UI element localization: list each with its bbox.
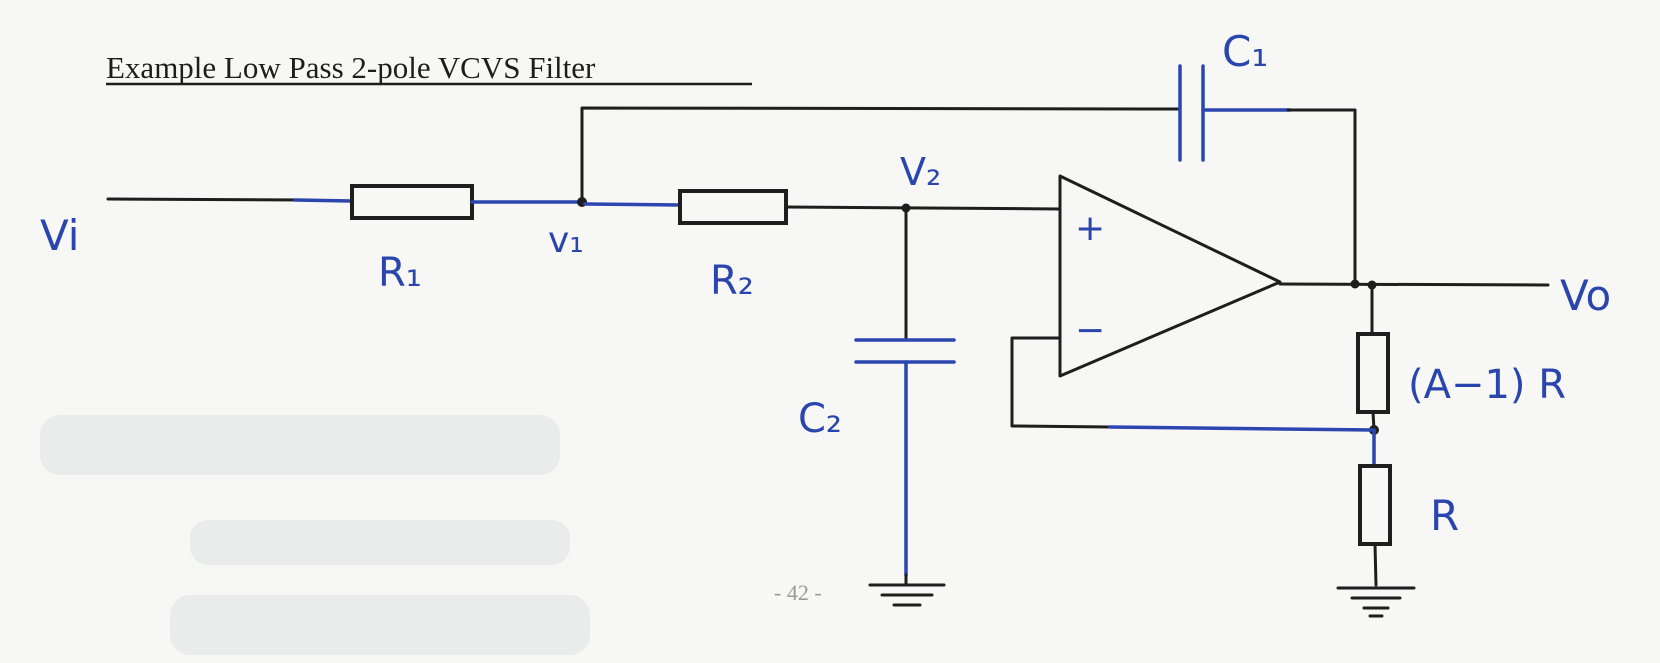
- resistor-r: [1358, 464, 1392, 546]
- paper-smudges: [40, 415, 590, 655]
- output-wire: [1278, 282, 1550, 287]
- negative-feedback-wire-blue: [1108, 425, 1376, 432]
- negative-feedback-wire: [1010, 336, 1112, 429]
- label-r1: R₁: [378, 250, 422, 296]
- resistor-r1: [350, 184, 474, 220]
- c1-feedback-wire-right: [1286, 108, 1357, 286]
- c1-feedback-wire-left: [580, 106, 1180, 204]
- label-r2: R₂: [710, 258, 754, 304]
- label-r: R: [1430, 491, 1459, 540]
- divider-bottom-wire: [1373, 542, 1378, 587]
- ground-symbol-r: [1336, 586, 1416, 618]
- op-amp-plus-sign: +: [1075, 208, 1105, 249]
- node-output-dot: [1350, 279, 1360, 289]
- label-vi: Vi: [40, 211, 79, 260]
- resistor-a-minus-1-r: [1356, 332, 1390, 414]
- ground-symbol-c2: [868, 573, 946, 607]
- op-amp-minus-sign: −: [1075, 310, 1105, 351]
- v1-to-r2-wire: [583, 202, 682, 207]
- label-v1: v₁: [548, 220, 584, 261]
- label-c2: C₂: [798, 396, 842, 442]
- label-c1: C₁: [1222, 27, 1268, 76]
- label-a-minus-1-r: (A−1) R: [1408, 362, 1566, 408]
- op-amp-triangle: [1058, 174, 1282, 378]
- resistor-r2: [678, 189, 788, 225]
- r2-to-v2-wire: [784, 205, 1062, 211]
- page-title: Example Low Pass 2-pole VCVS Filter: [106, 50, 596, 85]
- input-wire: [106, 197, 307, 202]
- page-number: - 42 -: [774, 580, 822, 605]
- label-vo: Vo: [1560, 271, 1611, 320]
- label-v2: V₂: [900, 150, 941, 194]
- input-wire-lead: [293, 198, 354, 203]
